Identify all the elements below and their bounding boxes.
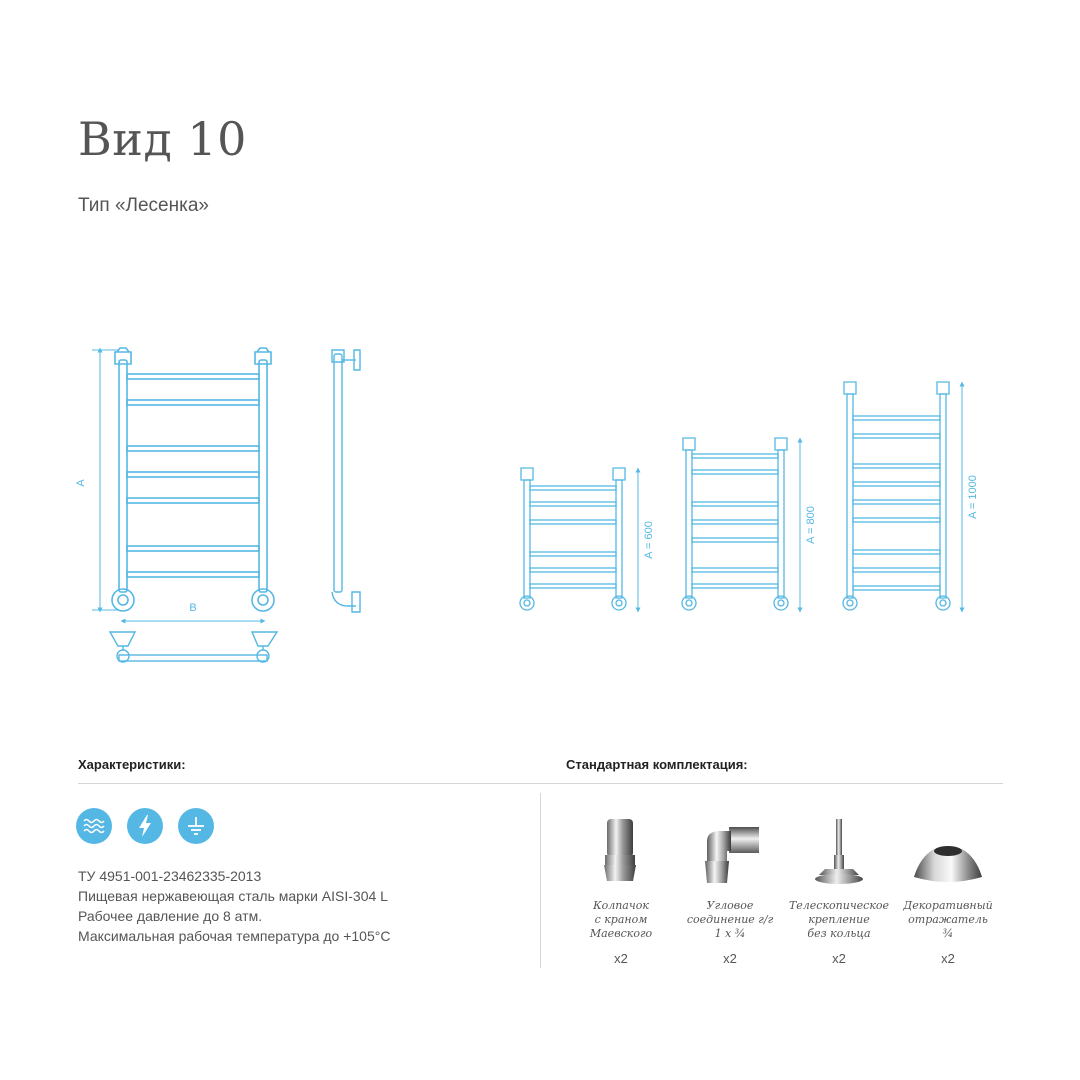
kit-name-line: Колпачок <box>593 899 649 912</box>
section-divider <box>78 783 1003 784</box>
spec-line: Пищевая нержавеющая сталь марки AISI-304… <box>78 888 388 904</box>
kit-name-line: Угловое <box>706 899 754 912</box>
kit-name-line: Маевского <box>589 927 653 940</box>
feature-icons <box>76 808 214 844</box>
kit-name-line: Телескопическое <box>788 899 890 912</box>
kit-item: Декоративный отражатель ¾ x2 <box>888 805 1008 966</box>
variant-600 <box>519 467 641 613</box>
kit-name-line: с краном <box>594 913 648 926</box>
kit-item: Колпачок с краном Маевского x2 <box>561 805 681 966</box>
characteristics-heading: Характеристики: <box>78 757 186 772</box>
dimension-label-a: A <box>75 479 87 487</box>
side-view <box>331 349 361 613</box>
spec-line: Максимальная рабочая температура до +105… <box>78 928 391 944</box>
reflector-icon <box>914 846 982 882</box>
kit-name-line: Декоративный <box>903 899 993 912</box>
spec-line: ТУ 4951-001-23462335-2013 <box>78 868 262 884</box>
kit-heading: Стандартная комплектация: <box>566 757 748 772</box>
column-divider <box>540 793 541 968</box>
front-view <box>92 347 275 624</box>
telescopic-mount-icon <box>815 819 863 884</box>
page-subtitle: Тип «Лесенка» <box>78 195 209 216</box>
variant-1000-label: A = 1000 <box>967 475 979 519</box>
specs-list: ТУ 4951-001-23462335-2013 Пищевая нержав… <box>78 866 390 946</box>
mayevsky-cap-icon <box>604 819 636 881</box>
kit-quantity: x2 <box>832 951 846 966</box>
angle-fitting-icon <box>705 827 759 883</box>
ground-icon <box>178 808 214 844</box>
spec-line: Рабочее давление до 8 атм. <box>78 908 263 924</box>
kit-item: Угловое соединение г/г 1 x ¾ x2 <box>670 805 790 966</box>
variant-600-label: A = 600 <box>643 521 655 559</box>
kit-name-line: 1 x ¾ <box>714 927 746 940</box>
variant-800 <box>681 437 803 613</box>
kit-quantity: x2 <box>723 951 737 966</box>
variant-800-label: A = 800 <box>805 506 817 544</box>
dimension-label-b: B <box>189 602 196 614</box>
kit-quantity: x2 <box>941 951 955 966</box>
top-view <box>108 631 279 663</box>
kit-name-line: отражатель <box>908 913 988 926</box>
page-title: Вид 10 <box>78 112 247 166</box>
variant-1000 <box>842 381 965 613</box>
technical-drawing: A B A = 600 <box>75 347 979 663</box>
kit-name-line: ¾ <box>942 927 954 940</box>
electric-icon <box>127 808 163 844</box>
water-icon <box>76 808 112 844</box>
kit-quantity: x2 <box>614 951 628 966</box>
kit-name-line: без кольца <box>807 927 871 940</box>
kit-item: Телескопическое крепление без кольца x2 <box>779 805 899 966</box>
kit-name-line: соединение г/г <box>686 913 774 926</box>
kit-name-line: крепление <box>808 913 870 926</box>
